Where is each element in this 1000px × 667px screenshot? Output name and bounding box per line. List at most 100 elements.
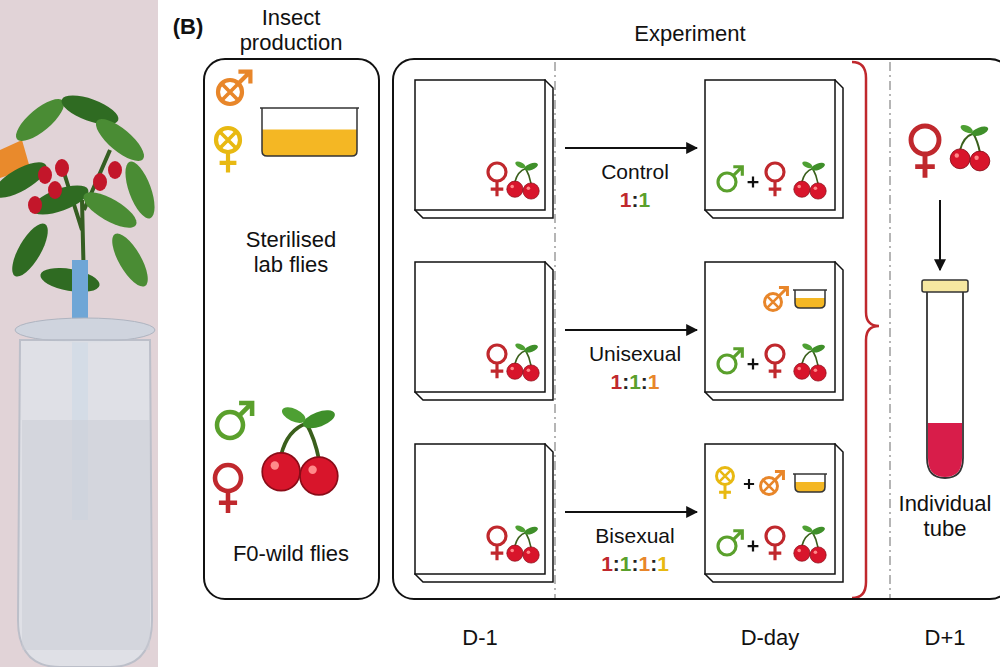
male-symbol: [733, 167, 742, 176]
day-label: D-day: [741, 625, 800, 650]
insect-production-panel: Insect productionSterilised lab fliesF0-…: [203, 0, 380, 600]
cherry-highlight: [797, 367, 801, 371]
cage-side: [705, 444, 843, 582]
petri-dish: [262, 108, 357, 156]
cherry: [523, 365, 539, 381]
panel-frame: [392, 58, 1000, 600]
plant-leaf: [0, 155, 51, 204]
cherry-leaf: [801, 524, 813, 533]
plus-sign: [748, 541, 759, 552]
cherry-leaf: [801, 160, 813, 169]
cherry-highlight: [527, 551, 531, 555]
cherry-highlight: [527, 369, 531, 373]
plant-leaf: [10, 92, 70, 147]
male-symbol: [238, 72, 250, 84]
panel-heading: Individual tube: [893, 492, 997, 541]
cage: [705, 444, 835, 574]
red-fruit: [108, 161, 122, 179]
female-symbol: [915, 154, 935, 178]
cherry-leaf: [514, 342, 526, 351]
female-symbol: [769, 545, 782, 560]
day-label: D+1: [925, 625, 966, 650]
female-symbol: [491, 545, 504, 560]
male-symbol: [218, 80, 242, 104]
treatment-name: Control: [601, 160, 669, 184]
cage: [705, 262, 835, 392]
panel-heading: Experiment: [580, 22, 800, 47]
plant-leaf: [90, 112, 150, 167]
female-symbol: [491, 363, 504, 378]
tube-plug: [922, 280, 968, 292]
tube-drawing: [893, 278, 997, 488]
plant-leaf: [28, 179, 92, 220]
sterile-cross: [221, 133, 235, 147]
cherry-highlight: [510, 549, 514, 553]
diet-medium: [795, 482, 825, 492]
ratio-part: :: [613, 552, 620, 575]
diet-medium: [795, 298, 825, 308]
glass-jar: [18, 340, 152, 667]
diet-medium: [262, 130, 357, 156]
cherry: [262, 453, 300, 491]
cherry-leaf: [523, 343, 539, 354]
female-symbol: [766, 163, 784, 181]
petri-dish: [795, 290, 825, 308]
cage-side: [415, 444, 553, 582]
female-symbol: [491, 181, 504, 196]
petri-dish-rim: [793, 473, 827, 475]
cherry: [794, 545, 810, 561]
cherry-leaf: [801, 342, 813, 351]
cherry-highlight: [797, 185, 801, 189]
cherry-leaf: [514, 160, 526, 169]
female-symbol: [488, 163, 506, 181]
red-fruit: [48, 181, 62, 199]
treatment-name: Unisexual: [589, 342, 681, 366]
arrow: [565, 147, 697, 149]
petri-dish: [795, 474, 825, 492]
photo: [0, 0, 161, 667]
cherry: [810, 183, 826, 199]
female-symbol: [717, 468, 734, 485]
sex-ratio: 1:1:1: [610, 370, 659, 394]
cherry-highlight: [814, 369, 818, 373]
cage-side: [415, 262, 553, 400]
jar-lid: [15, 318, 155, 342]
cage-side: [415, 80, 553, 218]
day-separator: [554, 62, 556, 598]
ratio-part: :: [632, 188, 639, 211]
ratio-part: 1: [610, 370, 622, 393]
plant-leaf: [39, 264, 102, 296]
experiment-panel: Individual tube Experiment: [392, 0, 1000, 600]
male-symbol: [761, 478, 778, 495]
sterile-cross: [223, 85, 237, 99]
red-fruit: [55, 159, 69, 177]
group-label: Sterilised lab flies: [231, 228, 351, 277]
cherry-highlight: [510, 185, 514, 189]
sex-ratio: 1:1:1:1: [601, 552, 669, 576]
plus-sign: [748, 359, 759, 370]
cherry-highlight: [814, 551, 818, 555]
day-label: D-1: [462, 625, 497, 650]
sterile-cross: [720, 471, 730, 481]
male-symbol: [239, 403, 252, 416]
female-symbol: [769, 181, 782, 196]
cherry-leaf: [280, 404, 308, 426]
female-symbol: [216, 128, 240, 152]
cherry: [523, 183, 539, 199]
plant-leaf: [119, 158, 160, 222]
male-symbol: [733, 349, 742, 358]
insect-icons: [215, 72, 359, 513]
cherry: [507, 545, 523, 561]
petri-dish-rim: [793, 289, 827, 291]
group-label: F0-wild flies: [206, 542, 376, 567]
sex-ratio: 1:1: [620, 188, 650, 212]
cherry: [507, 363, 523, 379]
cherry-highlight: [527, 187, 531, 191]
red-brace: [852, 62, 879, 598]
female-symbol: [488, 345, 506, 363]
treatment-name: Bisexual: [595, 524, 674, 548]
ratio-part: 1: [629, 370, 641, 393]
cage: [415, 80, 545, 210]
